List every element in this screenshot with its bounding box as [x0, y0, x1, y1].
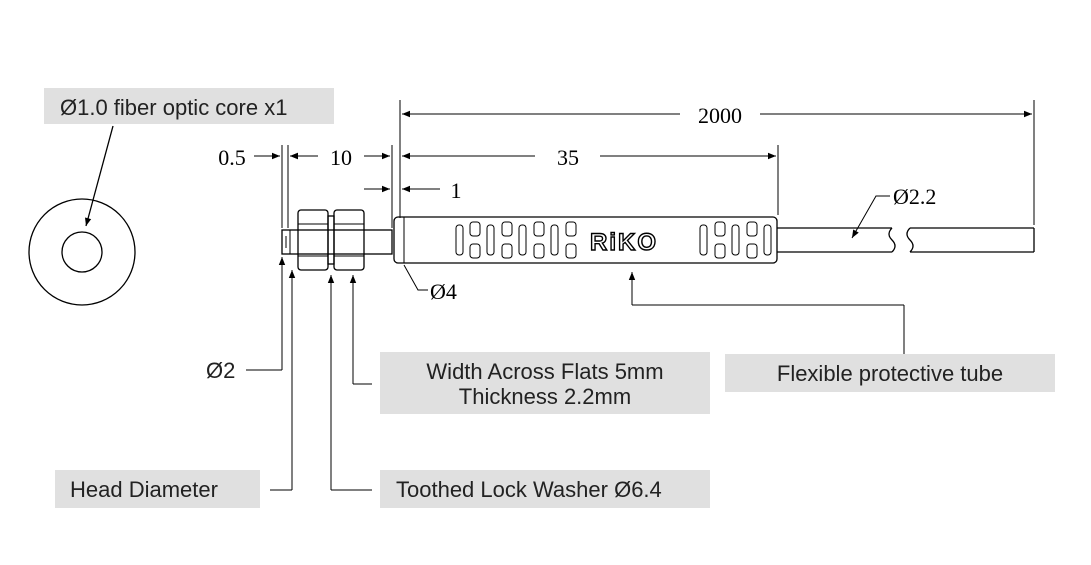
dimension-lines: 2000 35 0.5 10 1 Ø4 Ø2.2 — [218, 100, 1035, 304]
fiber-core-leader — [84, 125, 114, 227]
threaded-head — [281, 229, 393, 255]
dim-sleeve-length: 35 — [557, 145, 579, 170]
fiber-core-label: Ø1.0 fiber optic core x1 — [60, 95, 287, 120]
flexible-tube-label-box — [725, 354, 1055, 392]
width-across-flats-label-box — [380, 352, 710, 414]
fiber-core-end-view: Ø1.0 fiber optic core x1 — [28, 88, 334, 306]
head-diameter-value: Ø2 — [206, 358, 235, 383]
width-across-flats-label: Width Across Flats 5mm — [426, 359, 663, 384]
thickness-label: Thickness 2.2mm — [459, 384, 631, 409]
dim-sleeve-offset: 1 — [451, 178, 462, 203]
fiber-core-label-box — [44, 88, 334, 124]
hex-nut — [297, 209, 329, 271]
dim-thread-length: 10 — [330, 145, 352, 170]
lock-washer-label: Toothed Lock Washer Ø6.4 — [396, 477, 662, 502]
dim-total-length: 2000 — [698, 103, 742, 128]
dim-tip-length: 0.5 — [218, 145, 246, 170]
lock-washer — [327, 215, 335, 265]
sleeve-grip-slots — [455, 221, 772, 259]
head-diameter-label-box — [55, 470, 260, 508]
flexible-tube-label: Flexible protective tube — [777, 361, 1003, 386]
brand-logo: RiKO — [590, 229, 658, 256]
hex-nut-2 — [333, 209, 365, 271]
end-view-outer-circle — [28, 198, 136, 306]
end-view-core-circle — [61, 231, 103, 273]
sensor-head-side-view: RiKO — [281, 209, 1035, 271]
dim-sleeve-diameter: Ø4 — [430, 279, 457, 304]
head-diameter-label: Head Diameter — [70, 477, 218, 502]
protective-sleeve — [393, 216, 778, 264]
callouts: Ø2 Head Diameter Toothed Lock Washer Ø6.… — [55, 257, 1055, 508]
lock-washer-label-box — [380, 470, 710, 508]
dim-cable-diameter: Ø2.2 — [893, 184, 936, 209]
